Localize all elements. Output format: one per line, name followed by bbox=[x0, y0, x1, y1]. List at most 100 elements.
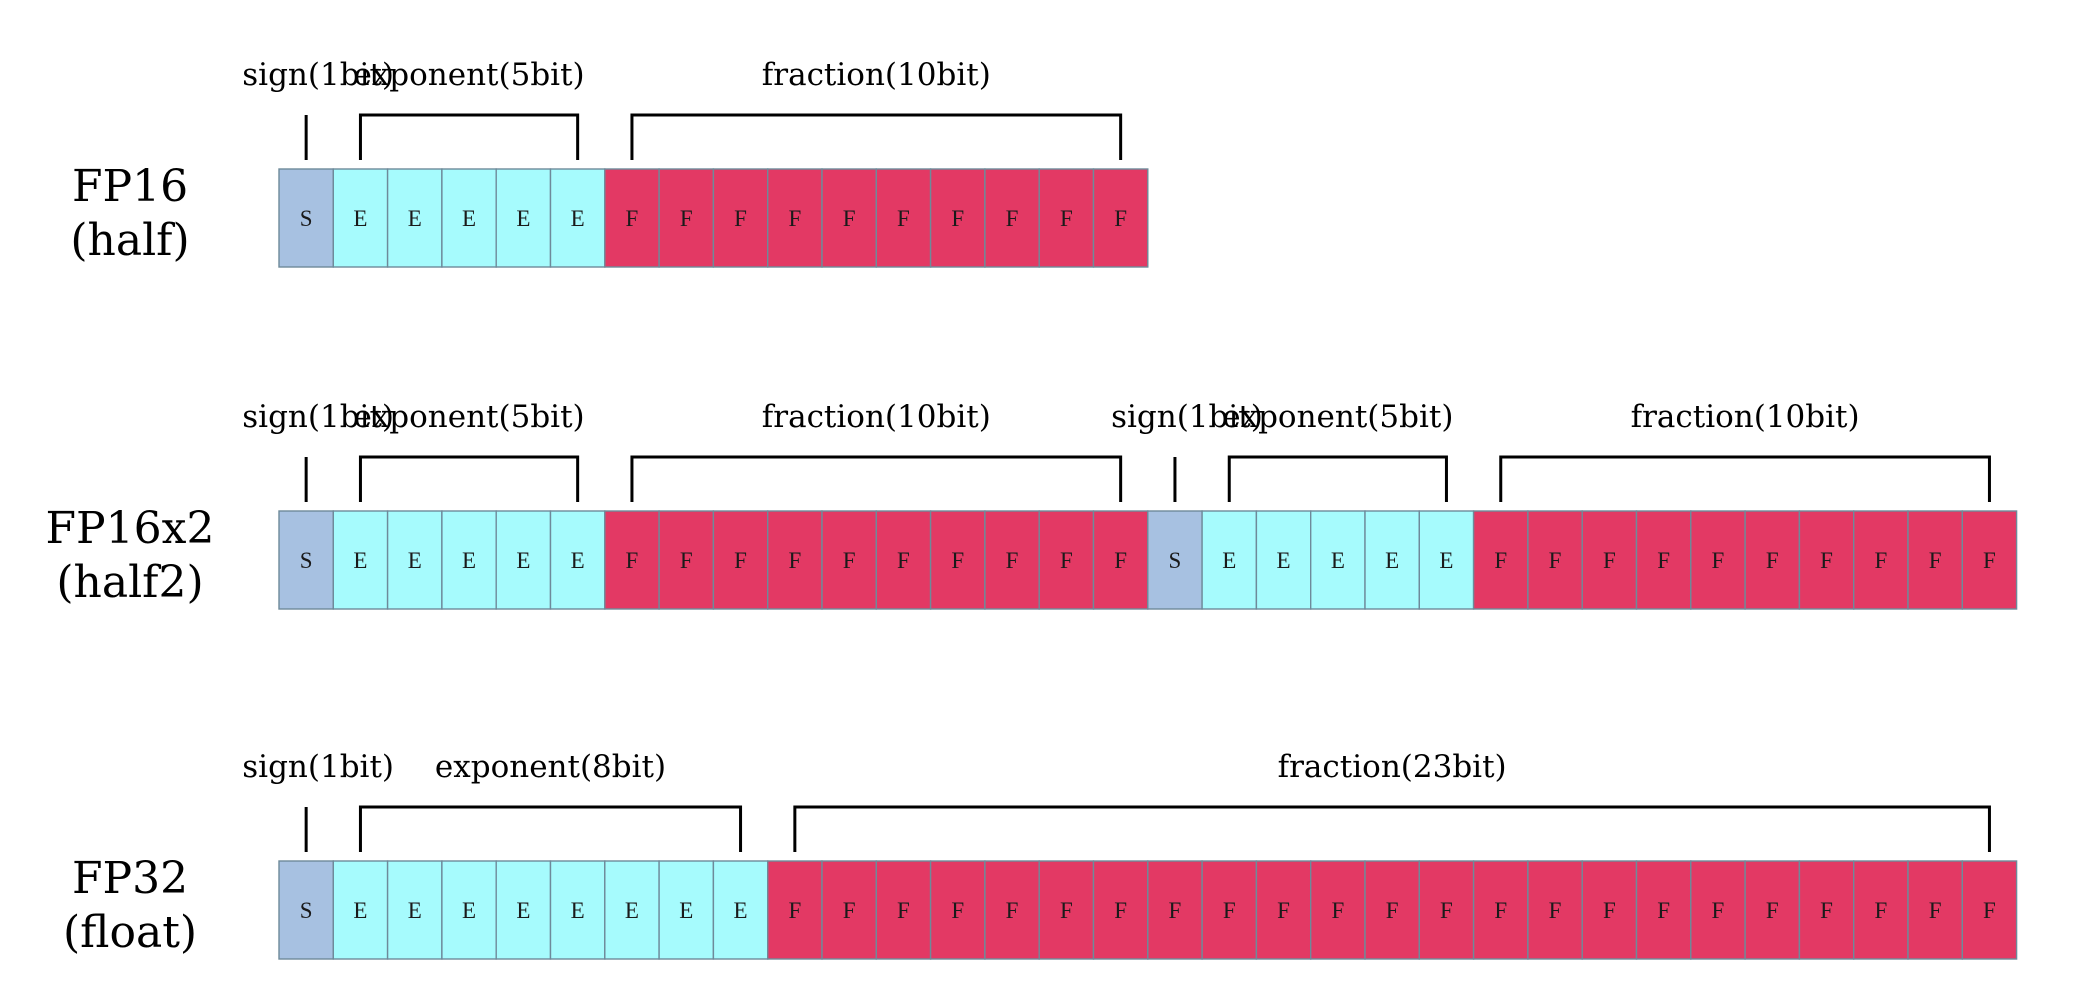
sign-bit-letter: S bbox=[300, 548, 313, 573]
fraction-bit-cell bbox=[1635, 510, 1692, 610]
fraction-bit-letter: F bbox=[1712, 548, 1725, 573]
fraction-bit-letter: F bbox=[680, 548, 693, 573]
exponent-bit-letter: E bbox=[516, 206, 530, 231]
fraction-bit-cell bbox=[712, 168, 769, 268]
fraction-bit-letter: F bbox=[843, 898, 856, 923]
fraction-bit-cell bbox=[1798, 510, 1855, 610]
fraction-bit-cell bbox=[929, 860, 986, 960]
fraction-bit-cell bbox=[1527, 860, 1583, 960]
exponent-bit-cell bbox=[549, 860, 606, 960]
fraction-bit-letter: F bbox=[1874, 898, 1887, 923]
fraction-bit-cell bbox=[929, 510, 986, 610]
fraction-bit-letter: F bbox=[1603, 898, 1616, 923]
fraction-bit-letter: F bbox=[734, 548, 747, 573]
fraction-bit-cell bbox=[1092, 510, 1149, 610]
fraction-bit-letter: F bbox=[897, 548, 910, 573]
exponent-bit-cell bbox=[495, 510, 552, 610]
fraction-bit-cell bbox=[1364, 860, 1420, 960]
fraction-bit-letter: F bbox=[1766, 898, 1779, 923]
fraction-bit-cell bbox=[1961, 860, 2018, 960]
fraction-bit-cell bbox=[1092, 860, 1149, 960]
fraction-bit-letter: F bbox=[897, 206, 910, 231]
fraction-bit-cell bbox=[1038, 168, 1095, 268]
fraction-bit-cell bbox=[984, 860, 1040, 960]
fraction-bit-letter: F bbox=[1494, 898, 1507, 923]
sign-bit-letter: S bbox=[300, 898, 313, 923]
fraction-bit-cell bbox=[929, 168, 986, 268]
exponent-bit-letter: E bbox=[1277, 548, 1291, 573]
fraction-bracket bbox=[793, 805, 1991, 852]
exponent-bit-letter: E bbox=[353, 548, 367, 573]
exponent-bit-cell bbox=[549, 168, 606, 268]
fraction-bit-cell bbox=[1038, 510, 1095, 610]
sign-label: sign(1bit) bbox=[1111, 399, 1263, 435]
fraction-bracket bbox=[630, 455, 1123, 502]
exponent-bit-letter: E bbox=[571, 206, 585, 231]
fraction-bit-cell bbox=[1690, 860, 1746, 960]
sign-label: sign(1bit) bbox=[242, 749, 394, 785]
fraction-bit-letter: F bbox=[1114, 548, 1127, 573]
fraction-bit-letter: F bbox=[843, 206, 856, 231]
fraction-bit-letter: F bbox=[1657, 898, 1670, 923]
fraction-label: fraction(10bit) bbox=[1631, 399, 1860, 435]
fraction-bit-letter: F bbox=[1820, 898, 1833, 923]
exponent-bit-letter: E bbox=[462, 206, 476, 231]
exponent-bit-letter: E bbox=[516, 548, 530, 573]
exponent-bit-cell bbox=[332, 860, 389, 960]
fraction-bit-letter: F bbox=[1386, 898, 1399, 923]
fraction-bit-letter: F bbox=[788, 548, 801, 573]
exponent-bracket bbox=[358, 113, 580, 160]
fraction-bit-cell bbox=[767, 168, 823, 268]
fraction-bit-cell bbox=[984, 168, 1040, 268]
sign-bit-letter: S bbox=[1169, 548, 1182, 573]
exponent-bit-cell bbox=[332, 510, 389, 610]
exponent-bit-cell bbox=[1255, 510, 1312, 610]
sign-label: sign(1bit) bbox=[242, 399, 394, 435]
fraction-bit-cell bbox=[1581, 510, 1638, 610]
fraction-bit-cell bbox=[875, 168, 932, 268]
fraction-bit-cell bbox=[875, 510, 932, 610]
exponent-bit-cell bbox=[604, 860, 660, 960]
fraction-bit-letter: F bbox=[1331, 898, 1344, 923]
fraction-bit-letter: F bbox=[734, 206, 747, 231]
exponent-bit-letter: E bbox=[353, 898, 367, 923]
fraction-bit-cell bbox=[821, 168, 877, 268]
exponent-label: exponent(5bit) bbox=[353, 57, 584, 93]
exponent-bit-cell bbox=[386, 168, 443, 268]
exponent-label: exponent(5bit) bbox=[1222, 399, 1453, 435]
exponent-bit-letter: E bbox=[353, 206, 367, 231]
fraction-bit-cell bbox=[1527, 510, 1583, 610]
fraction-bit-cell bbox=[1038, 860, 1095, 960]
exponent-bit-letter: E bbox=[1439, 548, 1453, 573]
fraction-bit-letter: F bbox=[1983, 898, 1996, 923]
exponent-bit-cell bbox=[1201, 510, 1258, 610]
exponent-bracket bbox=[358, 805, 743, 852]
fraction-bit-letter: F bbox=[1006, 898, 1019, 923]
fraction-bit-cell bbox=[658, 510, 715, 610]
exponent-bracket bbox=[1227, 455, 1448, 502]
fraction-bit-letter: F bbox=[1006, 206, 1019, 231]
fraction-bit-cell bbox=[1961, 510, 2018, 610]
fraction-bit-letter: F bbox=[951, 206, 964, 231]
fraction-bit-letter: F bbox=[1549, 898, 1562, 923]
fraction-bit-cell bbox=[712, 510, 769, 610]
exponent-bit-cell bbox=[1364, 510, 1420, 610]
exponent-bit-letter: E bbox=[734, 898, 748, 923]
fraction-bit-cell bbox=[767, 860, 823, 960]
fraction-bracket bbox=[630, 113, 1123, 160]
exponent-bit-cell bbox=[386, 860, 443, 960]
fraction-bit-letter: F bbox=[1766, 548, 1779, 573]
exponent-bit-letter: E bbox=[571, 548, 585, 573]
exponent-bit-cell bbox=[1418, 510, 1475, 610]
fraction-bit-cell bbox=[1092, 168, 1149, 268]
exponent-bit-cell bbox=[712, 860, 769, 960]
fraction-bit-letter: F bbox=[1440, 898, 1453, 923]
